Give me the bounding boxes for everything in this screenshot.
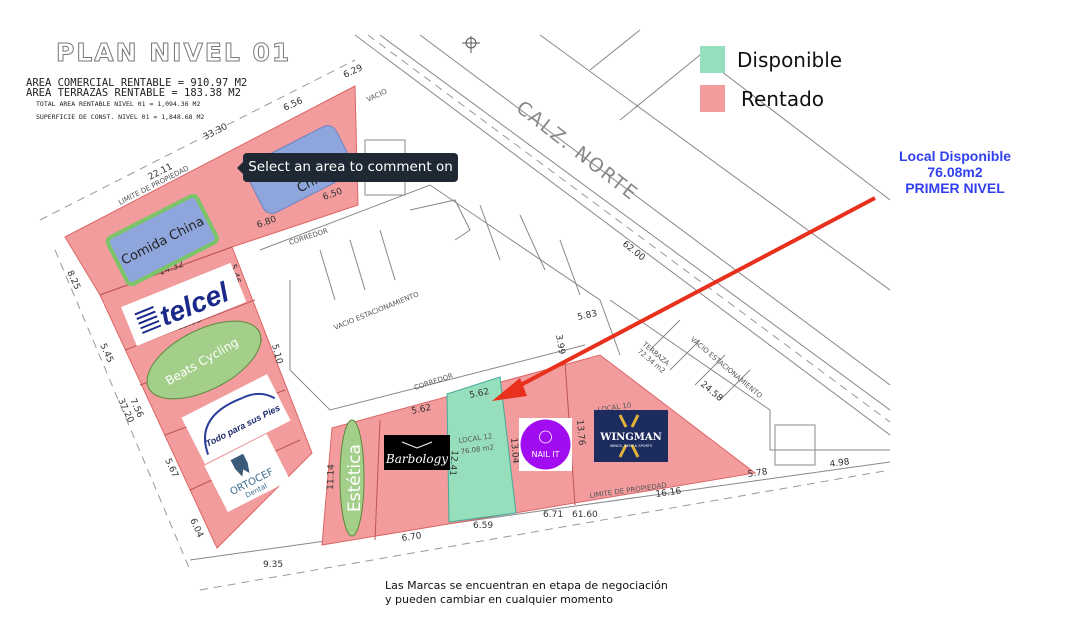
callout-line-3: PRIMER NIVEL xyxy=(905,180,1005,196)
svg-text:5.83: 5.83 xyxy=(577,309,599,323)
callout-line-1: Local Disponible xyxy=(898,148,1011,164)
area-terrazas: AREA TERRAZAS RENTABLE = 183.38 M2 xyxy=(26,87,241,99)
tenant-estetica[interactable]: Estética xyxy=(339,419,365,537)
svg-text:6.29: 6.29 xyxy=(342,63,365,81)
street-name: CALZ. NORTE xyxy=(512,97,643,206)
tenant-barbology[interactable]: Barbology xyxy=(384,435,450,470)
svg-text:8.25: 8.25 xyxy=(64,269,82,291)
total-area: TOTAL AREA RENTABLE NIVEL 01 = 1,094.36 … xyxy=(36,100,201,108)
vacio-estacionamiento-label-2: VACIO ESTACIONAMIENTO xyxy=(689,335,764,400)
disclaimer-note: Las Marcas se encuentran en etapa de neg… xyxy=(385,579,668,607)
tenant-telcel[interactable]: telcel xyxy=(121,262,247,347)
svg-text:13.04: 13.04 xyxy=(508,437,520,464)
area-comercial: AREA COMERCIAL RENTABLE = 910.97 M2 xyxy=(26,77,248,89)
svg-text:6.71: 6.71 xyxy=(543,510,563,520)
legend-rentado: Rentado xyxy=(700,85,824,112)
svg-text:NAIL IT: NAIL IT xyxy=(531,450,559,459)
legend-swatch-disponible xyxy=(700,46,725,73)
comment-tooltip: Select an area to comment on xyxy=(237,153,458,182)
svg-text:6.59: 6.59 xyxy=(473,521,493,531)
note-line-1: Las Marcas se encuentran en etapa de neg… xyxy=(385,579,668,592)
svg-text:5.78: 5.78 xyxy=(747,467,769,480)
tenant-beats-cycling[interactable]: Beats Cycling xyxy=(135,305,273,415)
plan-title: PLAN NIVEL 01 xyxy=(55,38,292,68)
svg-text:Barbology: Barbology xyxy=(385,452,448,466)
svg-text:WINGMAN: WINGMAN xyxy=(599,432,662,443)
svg-text:5.62: 5.62 xyxy=(469,387,491,401)
vacio-estacionamiento-label: VACIO ESTACIONAMIENTO xyxy=(333,290,421,332)
plan-background-lines xyxy=(39,29,891,591)
svg-text:11.14: 11.14 xyxy=(326,464,337,490)
available-callout: Local Disponible 76.08m2 PRIMER NIVEL xyxy=(880,148,1030,196)
svg-text:9.35: 9.35 xyxy=(263,560,283,570)
svg-text:4.98: 4.98 xyxy=(829,457,851,470)
svg-text:24.58: 24.58 xyxy=(698,380,724,404)
area-summary: AREA COMERCIAL RENTABLE = 910.97 M2 AREA… xyxy=(26,78,247,124)
corredor-label: CORREDOR xyxy=(288,227,329,247)
svg-text:WINGS, BEER & SPORTS: WINGS, BEER & SPORTS xyxy=(610,444,653,448)
tenant-wingman[interactable]: WINGMAN WINGS, BEER & SPORTS xyxy=(594,410,668,462)
svg-text:16.16: 16.16 xyxy=(655,486,682,500)
pointer-arrow xyxy=(492,196,876,401)
svg-text:5.62: 5.62 xyxy=(411,403,433,417)
legend-label: Rentado xyxy=(741,86,825,111)
legend-disponible: Disponible xyxy=(700,46,842,73)
svg-text:5.45: 5.45 xyxy=(97,342,115,364)
available-local-12[interactable] xyxy=(446,376,517,523)
corredor-label-2: CORREDOR xyxy=(413,372,454,392)
tenant-nail-it[interactable]: NAIL IT xyxy=(519,418,572,471)
north-arrow-icon xyxy=(462,36,480,53)
svg-text:6.70: 6.70 xyxy=(401,531,423,544)
svg-text:Estética: Estética xyxy=(345,444,365,512)
callout-line-2: 76.08m2 xyxy=(927,164,983,180)
svg-text:13.76: 13.76 xyxy=(574,419,586,446)
vacio-label: VACIO xyxy=(365,87,388,104)
note-line-2: y pueden cambiar en cualquier momento xyxy=(385,593,614,606)
tenant-todo-para-sus-pies[interactable]: Todo para sus Pies xyxy=(181,374,291,465)
svg-text:3.99: 3.99 xyxy=(553,334,566,356)
svg-text:33.30: 33.30 xyxy=(202,122,230,143)
svg-text:6.56: 6.56 xyxy=(282,96,305,114)
svg-text:61.60: 61.60 xyxy=(572,510,598,520)
legend-label: Disponible xyxy=(737,47,843,72)
superficie: SUPERFICIE DE CONST. NIVEL 01 = 1,848.68… xyxy=(36,113,205,121)
legend-swatch-rentado xyxy=(700,85,725,112)
svg-text:6.04: 6.04 xyxy=(187,517,205,540)
